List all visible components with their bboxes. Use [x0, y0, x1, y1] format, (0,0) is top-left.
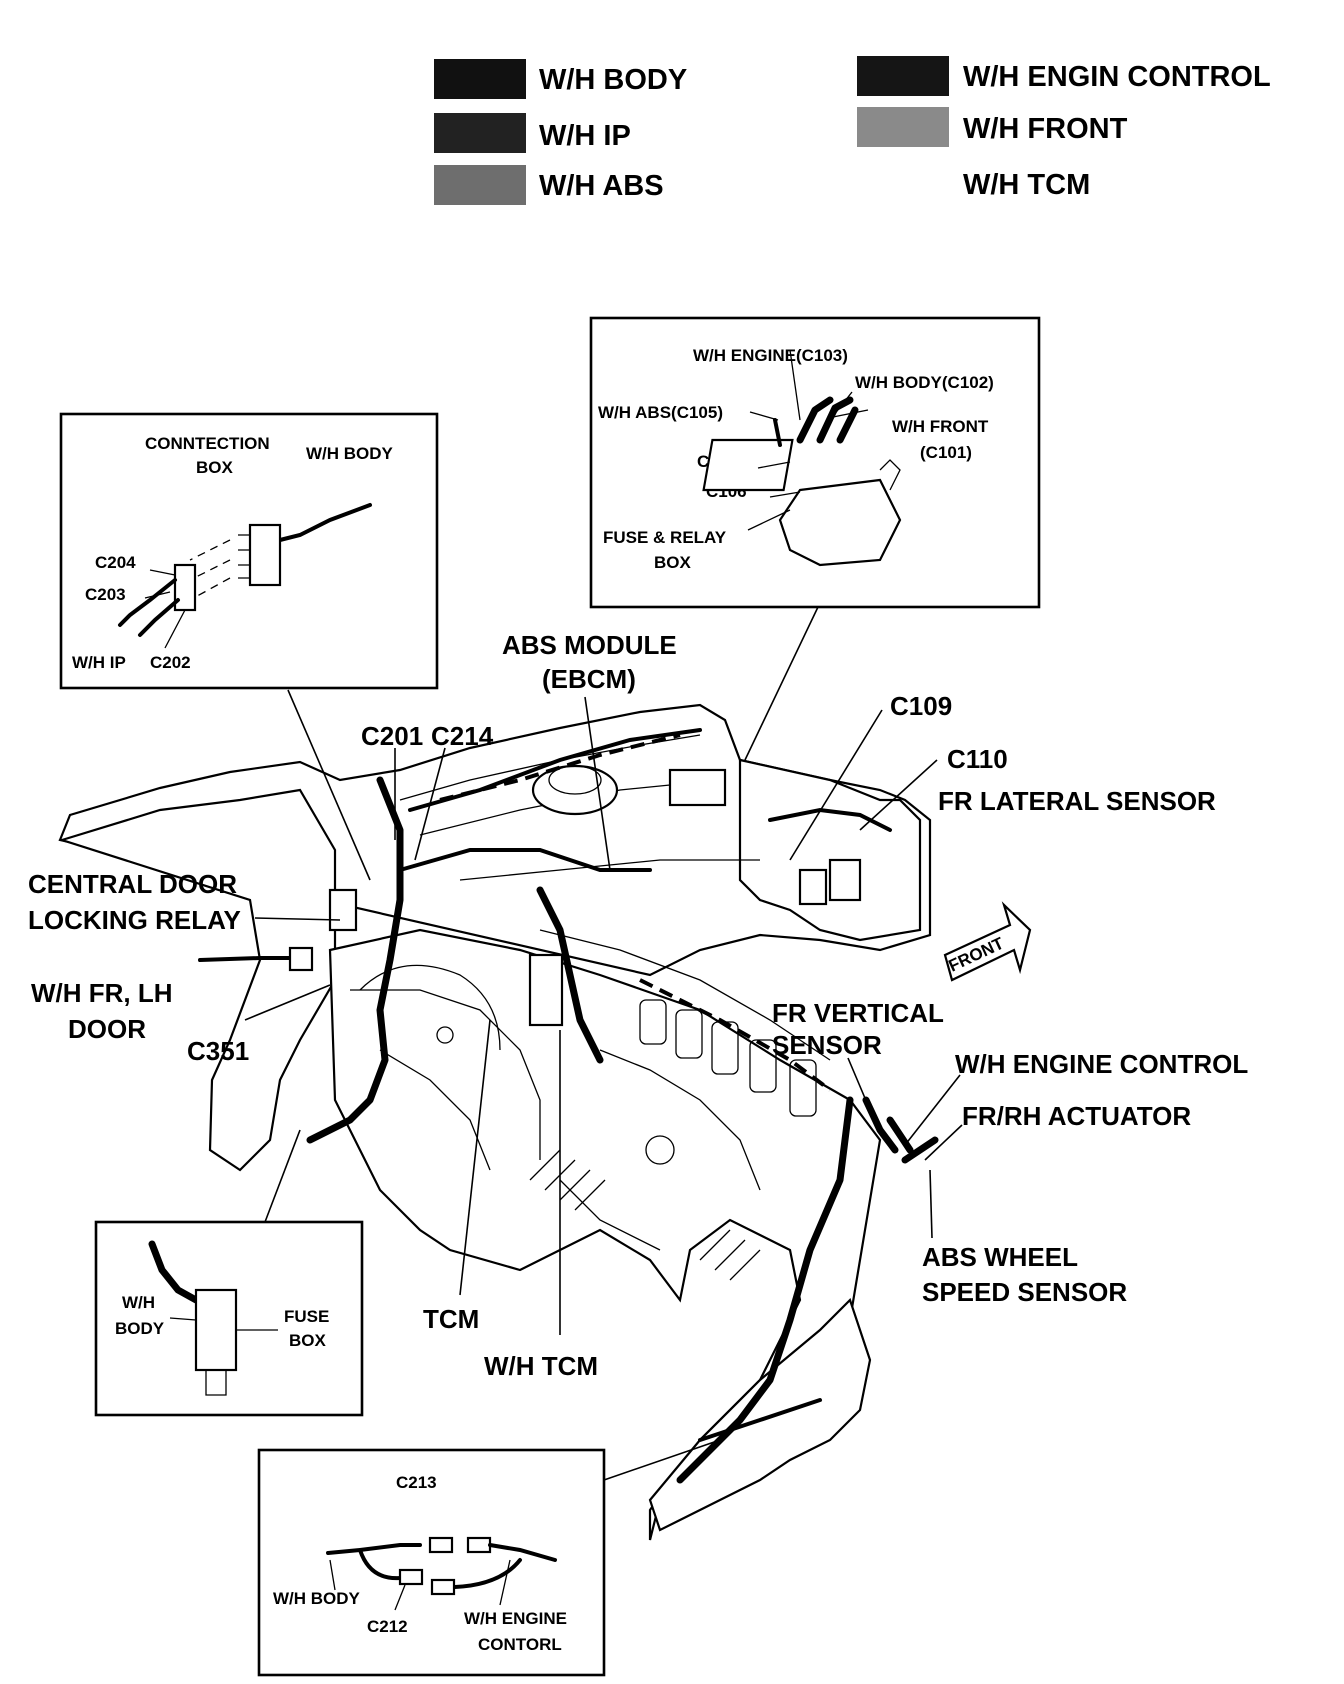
fuse-relay-wh-engine: W/H ENGINE(C103) [693, 346, 848, 365]
label-c351: C351 [187, 1036, 249, 1066]
label-central-door-line2: LOCKING RELAY [28, 905, 241, 935]
legend-swatch-wh-front [857, 107, 949, 147]
label-abs-module-line2: (EBCM) [542, 664, 636, 694]
fuse-relay-fuse-relay-line2: BOX [654, 553, 692, 572]
inset-wh-engine-line2: CONTORL [478, 1635, 562, 1654]
label-c214: C214 [431, 721, 494, 751]
inset-wh-body: W/H BODY [273, 1589, 361, 1608]
label-c201: C201 [361, 721, 423, 751]
inset-c213: C213 [396, 1473, 437, 1492]
label-wh-fr-lh-line1: W/H FR, LH [31, 978, 173, 1008]
legend-swatch-wh-body [434, 59, 526, 99]
connection-box-c202: C202 [150, 653, 191, 672]
legend-label-wh-engin-control: W/H ENGIN CONTROL [963, 61, 1271, 93]
legend-label-wh-front: W/H FRONT [963, 113, 1128, 145]
legend-label-wh-abs: W/H ABS [539, 170, 664, 202]
fuse-relay-wh-front-line1: W/H FRONT [892, 417, 989, 436]
connection-box-c203: C203 [85, 585, 126, 604]
connection-box-title-line2: BOX [196, 458, 234, 477]
fuse-box-wh-body-line1: W/H [122, 1293, 155, 1312]
label-fr-vertical-line1: FR VERTICAL [772, 998, 944, 1028]
fuse-box-fuse-line1: FUSE [284, 1307, 329, 1326]
fuse-relay-wh-body: W/H BODY(C102) [855, 373, 994, 392]
wiring-harnesses [198, 728, 939, 1484]
label-abs-wheel-line1: ABS WHEEL [922, 1242, 1078, 1272]
legend-label-wh-tcm: W/H TCM [963, 169, 1090, 201]
legend-swatch-wh-abs [434, 165, 526, 205]
label-c110: C110 [947, 744, 1008, 774]
inset-connection-box: CONNTECTION BOX W/H BODY C204 C203 W/H I… [59, 412, 439, 690]
label-abs-wheel-line2: SPEED SENSOR [922, 1277, 1127, 1307]
label-fr-lateral-sensor: FR LATERAL SENSOR [938, 786, 1216, 816]
fuse-relay-wh-abs: W/H ABS(C105) [598, 403, 723, 422]
fuse-relay-wh-front-line2: (C101) [920, 443, 972, 462]
label-fr-rh-actuator: FR/RH ACTUATOR [962, 1101, 1191, 1131]
leader-lines [244, 606, 963, 1481]
label-central-door-line1: CENTRAL DOOR [28, 869, 237, 899]
inset-c212-c213: C213 W/H BODY C212 W/H ENGINE CONTORL [257, 1448, 606, 1677]
fuse-relay-fuse-relay-line1: FUSE & RELAY [603, 528, 727, 547]
inset-wh-engine-line1: W/H ENGINE [464, 1609, 567, 1628]
label-c109: C109 [890, 691, 952, 721]
label-wh-engine-control: W/H ENGINE CONTROL [955, 1049, 1248, 1079]
fuse-box-fuse-line2: BOX [289, 1331, 327, 1350]
label-wh-tcm: W/H TCM [484, 1351, 598, 1381]
inset-c212: C212 [367, 1617, 408, 1636]
label-fr-vertical-line2: SENSOR [772, 1030, 882, 1060]
connection-box-wh-body: W/H BODY [306, 444, 394, 463]
front-direction-arrow: FRONT [943, 901, 1032, 982]
label-tcm: TCM [423, 1304, 479, 1334]
connection-box-wh-ip: W/H IP [72, 653, 126, 672]
inset-fuse-relay-box: W/H ENGINE(C103) W/H BODY(C102) W/H ABS(… [589, 316, 1041, 609]
legend-swatch-wh-engin-control [857, 56, 949, 96]
legend: W/H BODY W/H IP W/H ABS W/H ENGIN CONTRO… [434, 56, 1271, 205]
legend-swatch-wh-ip [434, 113, 526, 153]
label-wh-fr-lh-line2: DOOR [68, 1014, 146, 1044]
label-abs-module-line1: ABS MODULE [502, 630, 677, 660]
connection-box-c204: C204 [95, 553, 136, 572]
legend-label-wh-ip: W/H IP [539, 120, 631, 152]
inset-fuse-box: W/H BODY FUSE BOX [94, 1220, 364, 1417]
legend-label-wh-body: W/H BODY [539, 64, 687, 96]
connection-box-title-line1: CONNTECTION [145, 434, 270, 453]
vehicle-body-illustration [58, 703, 932, 1541]
callout-labels: ABS MODULE (EBCM) C201 C214 C109 C110 FR… [28, 630, 1248, 1381]
fuse-box-wh-body-line2: BODY [115, 1319, 165, 1338]
